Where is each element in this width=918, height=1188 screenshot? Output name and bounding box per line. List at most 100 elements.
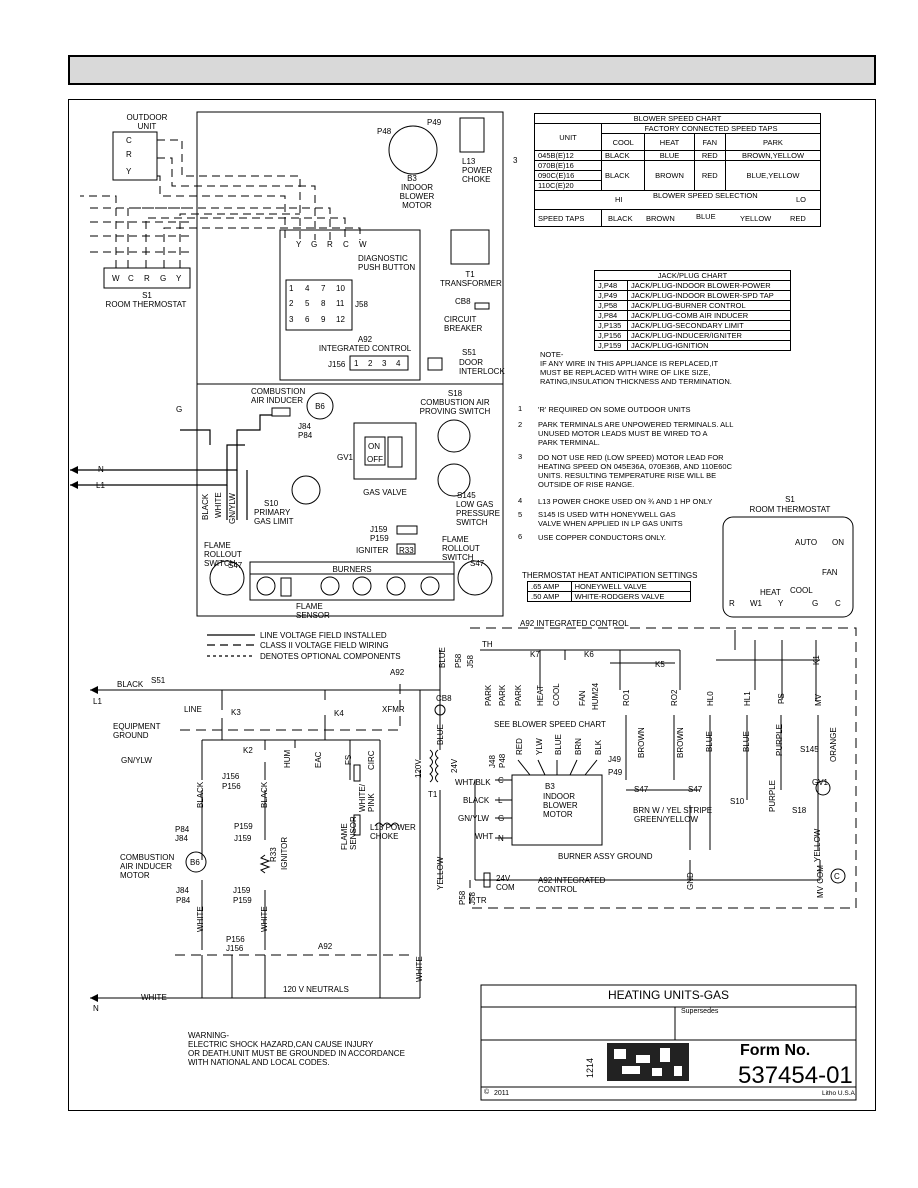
sch-white-c: WHITE xyxy=(415,956,424,982)
sch-t1: T1 xyxy=(428,790,438,799)
sch-n: N xyxy=(498,834,504,843)
sch-yellow-right: YELLOW xyxy=(813,828,822,862)
p48-label: P48 xyxy=(377,127,392,136)
sch-a92b: A92 xyxy=(318,942,333,951)
note1-text: 'R' REQUIRED ON SOME OUTDOOR UNITS xyxy=(538,405,691,414)
form-number: 537454-01 xyxy=(738,1062,853,1089)
sch-j156: J156 xyxy=(222,772,240,781)
note2-mark: 2 xyxy=(518,420,523,429)
sch-hum: HUM xyxy=(283,749,292,768)
stat-term-y: Y xyxy=(176,274,182,283)
jack-chart-cell: JACK/PLUG-INDOOR BLOWER-SPD TAP xyxy=(627,290,791,301)
anticipation-title: THERMOSTAT HEAT ANTICIPATION SETTINGS xyxy=(522,571,698,580)
blower-chart-cell: 045B(E)12 xyxy=(534,150,602,161)
sch-blue-mid: BLUE xyxy=(436,724,445,745)
right-stat-term: G xyxy=(812,599,819,608)
sch-brn-stripe: BRN W / YEL STRIPE xyxy=(633,806,713,815)
sch-s47a: S47 xyxy=(634,785,649,794)
sch-g: G xyxy=(498,814,505,823)
lo-label: LO xyxy=(795,195,806,204)
sch-comb-motor: COMBUSTION AIR INDUCER MOTOR xyxy=(120,853,175,880)
note5-text: S145 IS USED WITH HONEYWELL GAS xyxy=(538,510,676,519)
right-stat-auto: AUTO xyxy=(795,538,818,547)
stat-term-c: C xyxy=(128,274,134,283)
tap-color: YELLOW xyxy=(740,214,772,223)
ctrl-term-g: G xyxy=(311,240,318,249)
sch-xfmr: XFMR xyxy=(382,705,405,714)
blower-chart-header: COOL xyxy=(600,133,646,151)
jack-chart-cell: J,P159 xyxy=(593,340,629,351)
l1-label: L1 xyxy=(96,481,105,490)
blower-chart-cell: BROWN,YELLOW xyxy=(724,150,822,161)
sch-p58b: P58 xyxy=(458,890,467,905)
sch-j58: J58 xyxy=(466,655,475,668)
n-label: N xyxy=(98,465,104,474)
sch-tap-color: BRN xyxy=(574,738,583,755)
sch-tap-color: BLK xyxy=(594,739,603,755)
comb-air-inducer-label: COMBUSTION AIR INDUCER xyxy=(251,387,306,405)
sch-black-wire: BLACK xyxy=(463,796,490,805)
sch-wht-wire: WHT xyxy=(475,832,494,841)
note2-text: PARK TERMINAL. xyxy=(538,438,600,447)
sch-s18: S18 xyxy=(792,806,807,815)
sch-j159b: J159 xyxy=(233,886,251,895)
jack-chart-cell: J,P156 xyxy=(593,330,629,341)
door-interlock-label: DOOR INTERLOCK xyxy=(459,358,505,376)
sch-hl0: HL0 xyxy=(706,691,715,706)
sch-s10: S10 xyxy=(730,797,745,806)
sch-j49: J49 xyxy=(608,755,621,764)
blower-chart-factory: FACTORY CONNECTED SPEED TAPS xyxy=(601,123,821,134)
sch-ps: PS xyxy=(777,693,786,704)
sch-black-b: BLACK xyxy=(260,781,269,808)
s10-label: S10 xyxy=(264,499,279,508)
ctrl-term-w: W xyxy=(359,240,367,249)
wire-black: BLACK xyxy=(201,493,210,520)
j58-pin: 7 xyxy=(321,284,326,293)
j58-pin: 9 xyxy=(321,315,326,324)
outdoor-term-y: Y xyxy=(126,167,132,176)
sch-yellow-left: YELLOW xyxy=(436,856,445,890)
sch-ignitor: IGNITOR xyxy=(280,836,289,870)
jack-chart-cell: JACK/PLUG-IGNITION xyxy=(627,340,791,351)
blower-chart-cell: RED xyxy=(693,150,726,161)
hi-label: HI xyxy=(615,195,623,204)
sch-b3: B3 xyxy=(545,782,555,791)
sch-k3: K3 xyxy=(231,708,241,717)
sch-line: LINE xyxy=(184,705,202,714)
note4-text: L13 POWER CHOKE USED ON ¾ AND 1 HP ONLY xyxy=(538,497,713,506)
note-line: RATING,INSULATION THICKNESS AND TERMINAT… xyxy=(540,377,732,386)
litho-label: Litho U.S.A. xyxy=(822,1090,857,1097)
burners-label: BURNERS xyxy=(332,565,372,574)
note3-mark2: 3 xyxy=(518,452,523,461)
j156-pin: 4 xyxy=(396,359,401,368)
s47-left-label: S47 xyxy=(228,561,243,570)
right-stat-term: C xyxy=(835,599,841,608)
sch-j58b: J58 xyxy=(468,892,477,905)
stat-name: ROOM THERMOSTAT xyxy=(105,300,187,309)
sch-a92-ic2: A92 INTEGRATED CONTROL xyxy=(538,876,606,894)
form-no-label: Form No. xyxy=(740,1042,811,1059)
sch-fs: FS xyxy=(344,754,353,765)
gas-valve-label: GAS VALVE xyxy=(363,488,407,497)
speed-selection-label: BLOWER SPEED SELECTION xyxy=(653,191,758,200)
header-bar xyxy=(68,55,876,85)
sch-heat: HEAT xyxy=(536,685,545,706)
sch-p156: P156 xyxy=(222,782,241,791)
note-line: IF ANY WIRE IN THIS APPLIANCE IS REPLACE… xyxy=(540,359,719,368)
sch-cb8: CB8 xyxy=(436,694,452,703)
sch-gnylw-wire: GN/YLW xyxy=(458,814,489,823)
sch-brown1: BROWN xyxy=(637,727,646,758)
sch-tap-color: BLUE xyxy=(554,734,563,755)
jack-chart-title: JACK/PLUG CHART xyxy=(594,270,791,281)
l13-label: L13 xyxy=(462,157,476,166)
sch-tap-color: RED xyxy=(515,738,524,755)
right-stat-term: W1 xyxy=(750,599,762,608)
sch-l: L xyxy=(498,796,503,805)
sch-s51: S51 xyxy=(151,676,166,685)
note-line: MUST BE REPLACED WITH WIRE OF LIKE SIZE, xyxy=(540,368,711,377)
legend-optional: DENOTES OPTIONAL COMPONENTS xyxy=(260,652,401,661)
p159-label: P159 xyxy=(370,534,389,543)
sch-p84: P84 xyxy=(175,825,190,834)
